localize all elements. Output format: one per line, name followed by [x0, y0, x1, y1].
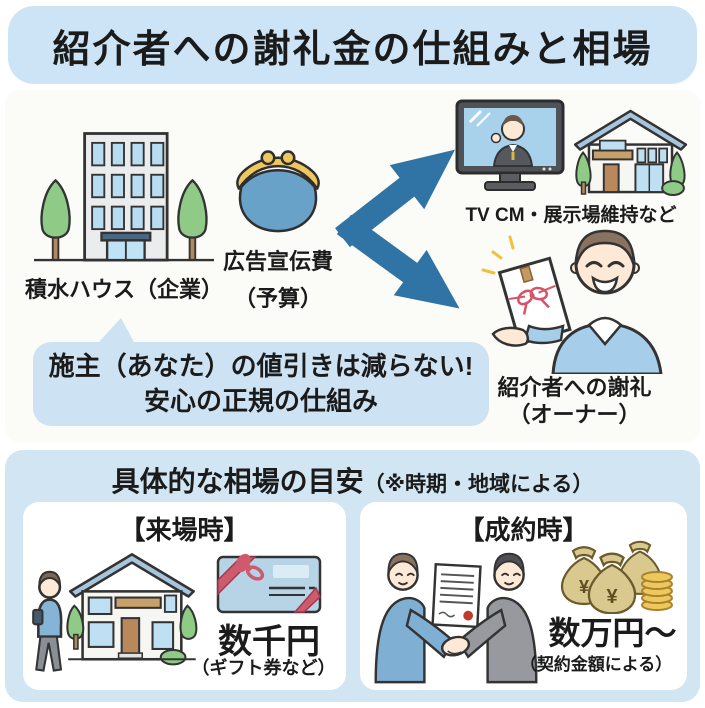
- company-block: 積水ハウス（企業）: [19, 126, 229, 303]
- contract-card: 【成約時】: [360, 502, 687, 690]
- callout-line-1: 施主（あなた）の値引きは減らない!: [48, 351, 474, 381]
- budget-block: 広告宣伝費 （予算）: [217, 150, 339, 312]
- owner-block: 紹介者への謝礼 （オーナー）: [467, 222, 682, 428]
- model-house-icon: [574, 109, 688, 196]
- flow-section: 積水ハウス（企業） 広告宣伝費 （予算）: [5, 90, 700, 442]
- contract-amount: 数万円〜: [548, 615, 677, 651]
- owner-label: 紹介者への謝礼: [497, 375, 652, 400]
- market-heading-note: （※時期・地域による）: [363, 473, 594, 496]
- visit-card-heading: 【来場時】: [119, 515, 250, 545]
- title-banner: 紹介者への謝礼金の仕組みと相場: [8, 6, 697, 84]
- visit-card: 【来場時】: [23, 502, 346, 690]
- money-bags-icon: ¥ ¥: [560, 540, 673, 614]
- market-section: 具体的な相場の目安 （※時期・地域による） 【来場時】: [5, 450, 700, 702]
- assurance-callout: 施主（あなた）の値引きは減らない! 安心の正規の仕組み: [33, 318, 489, 426]
- visit-note: （ギフト券など）: [191, 658, 336, 678]
- company-label: 積水ハウス（企業）: [24, 277, 223, 302]
- tv-cm-icon: [455, 99, 565, 191]
- market-heading: 具体的な相場の目安 （※時期・地域による）: [5, 460, 700, 500]
- handshake-icon: [374, 552, 538, 684]
- visit-amount: 数千円: [218, 623, 320, 661]
- coin-purse-icon: [236, 150, 320, 233]
- owner-label-sub: （オーナー）: [508, 402, 641, 427]
- tvcm-block: TV CM・展示場維持など: [443, 98, 699, 229]
- office-building-icon: [34, 132, 214, 262]
- contract-card-heading: 【成約時】: [458, 515, 589, 545]
- budget-label-sub: （予算）: [233, 286, 322, 311]
- callout-line-2: 安心の正規の仕組み: [143, 386, 378, 416]
- tvcm-label: TV CM・展示場維持など: [465, 205, 677, 226]
- arrow-to-tvcm-icon: [334, 149, 456, 248]
- budget-label: 広告宣伝費: [222, 249, 333, 274]
- callout-tail: [97, 318, 135, 344]
- gift-card-icon: [216, 553, 322, 614]
- page-title: 紹介者への謝礼金の仕組みと相場: [52, 28, 653, 71]
- yen-symbol: ¥: [579, 577, 589, 597]
- visitor-house-icon: [32, 553, 198, 672]
- market-heading-main: 具体的な相場の目安: [111, 466, 364, 497]
- owner-with-gift-icon: [481, 229, 663, 374]
- arrow-to-owner-icon: [336, 214, 460, 309]
- contract-note: （契約金額による）: [519, 655, 673, 674]
- yen-symbol: ¥: [606, 586, 617, 608]
